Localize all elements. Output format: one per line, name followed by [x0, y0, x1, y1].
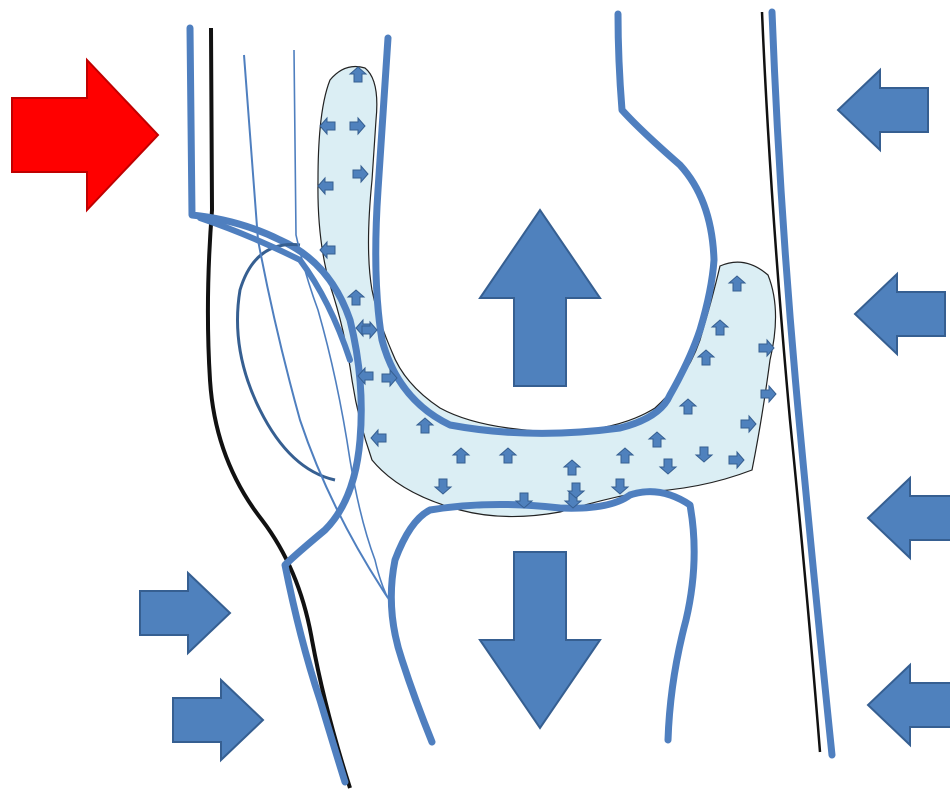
compression-arrow-right-4-icon: [868, 665, 950, 745]
separation-arrow-down-icon: [480, 552, 600, 728]
skin-line-right: [762, 12, 820, 752]
compression-arrow-right-1-icon: [838, 70, 928, 150]
compression-arrow-right-3-icon: [868, 478, 950, 558]
separation-arrow-up-icon: [480, 210, 600, 386]
compression-arrow-left-1-icon: [140, 573, 230, 653]
patella-outline: [238, 245, 336, 480]
outline-right: [772, 12, 832, 755]
compression-arrow-right-2-icon: [855, 274, 945, 354]
force-arrow-icon: [12, 60, 158, 210]
compression-arrow-left-2-icon: [173, 680, 263, 760]
